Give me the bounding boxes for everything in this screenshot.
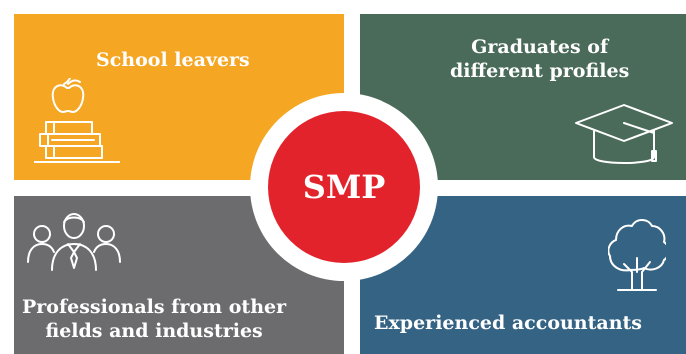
graduates-label: Graduates of different profiles [450, 35, 629, 83]
graduates-label-line-2: different profiles [450, 60, 630, 82]
books-with-apple-icon [34, 78, 120, 163]
school-leavers-label: School leavers [96, 49, 250, 71]
professionals-label-line-2: fields and industries [45, 320, 263, 342]
smp-label: SMP [302, 168, 386, 206]
experienced-accountants-label: Experienced accountants [374, 312, 642, 334]
quadrant-school-leavers: School leavers [14, 14, 344, 180]
tree-icon [608, 219, 666, 291]
people-group-icon [27, 213, 121, 271]
graduation-cap-icon [575, 104, 673, 164]
professionals-label-line-1: Professionals from other [22, 296, 287, 318]
smp-center-circle: SMP [268, 111, 420, 263]
professionals-label: Professionals from other fields and indu… [22, 295, 286, 343]
graduates-label-line-1: Graduates of [471, 36, 609, 58]
